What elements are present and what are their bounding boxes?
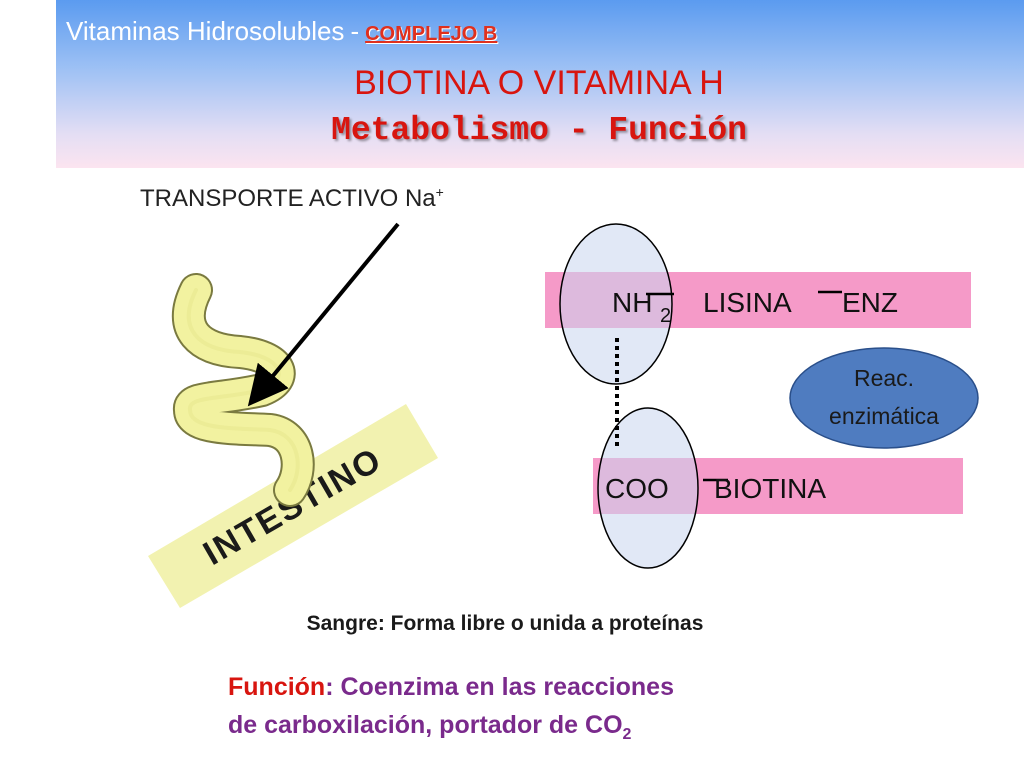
function-line2-text: de carboxilación, portador de CO (228, 711, 623, 739)
lower-ellipse (597, 407, 699, 569)
category-main: Vitaminas Hidrosolubles (66, 16, 345, 46)
function-keyword: Función (228, 673, 326, 701)
reaction-oval (789, 347, 979, 449)
enz-label: ENZ (842, 287, 898, 318)
page-title: BIOTINA O VITAMINA H (354, 64, 724, 102)
function-line2: de carboxilación, portador de CO2 (228, 706, 674, 754)
transport-label: TRANSPORTE ACTIVO Na+ (140, 184, 444, 213)
page-subtitle: Metabolismo - Función (331, 112, 747, 149)
category-highlight: COMPLEJO B (365, 23, 498, 45)
coo-label: COO (605, 473, 669, 504)
category-line: Vitaminas Hidrosolubles-COMPLEJO B (66, 16, 497, 47)
biotina-label: BIOTINA (714, 473, 826, 504)
upper-ellipse (559, 223, 673, 385)
intestine-tube-inner (186, 288, 300, 492)
category-dash: - (350, 16, 360, 46)
function-text: Función: Coenzima en las reacciones de c… (228, 668, 674, 754)
header-banner (56, 0, 1024, 168)
transport-arrow (247, 222, 400, 407)
blood-note: Sangre: Forma libre o unida a proteínas (306, 612, 704, 635)
function-line1: Función: Coenzima en las reacciones (228, 668, 674, 706)
function-line1-rest: : Coenzima en las reacciones (325, 673, 674, 701)
function-line2-subscript: 2 (622, 726, 632, 743)
reaction-line1: Reac. (854, 365, 914, 391)
lisina-label: LISINA (703, 287, 792, 318)
reaction-line2: enzimática (829, 403, 939, 429)
transport-text: TRANSPORTE ACTIVO Na (140, 185, 436, 212)
transport-superscript: + (435, 184, 444, 200)
nh-label: NH (612, 287, 652, 318)
nh-subscript: 2 (660, 305, 671, 327)
